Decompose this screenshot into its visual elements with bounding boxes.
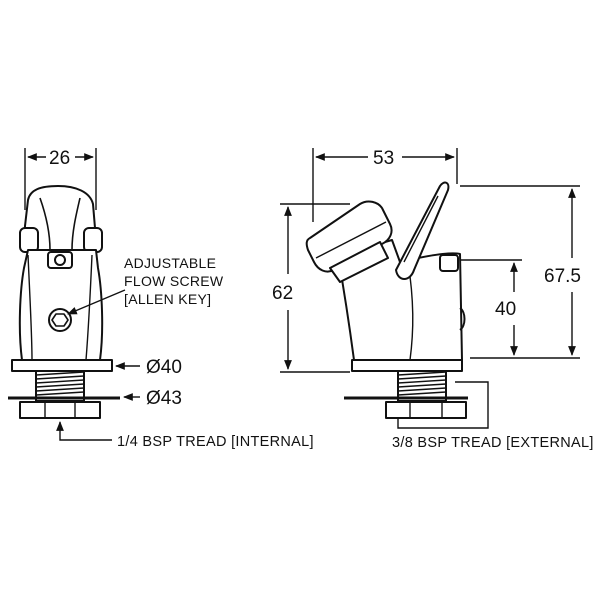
flow-screw-note-line1: ADJUSTABLE xyxy=(124,255,216,271)
dim-width-26-label: 26 xyxy=(49,148,70,169)
external-thread-leader xyxy=(397,381,489,429)
flow-screw-leader xyxy=(67,289,126,315)
side-thread-lines xyxy=(397,371,447,396)
dim-width-53 xyxy=(312,148,458,222)
dim-height-62 xyxy=(280,203,350,373)
dim-height-62-label: 62 xyxy=(272,283,293,304)
front-view-tap xyxy=(8,185,120,419)
dia-40-label: Ø40 xyxy=(146,357,182,378)
dim-height-67-5-label: 67.5 xyxy=(544,266,581,287)
thread-external-label: 3/8 BSP TREAD [EXTERNAL] xyxy=(392,435,594,451)
front-thread-lines xyxy=(35,371,85,396)
side-view-tap xyxy=(305,181,468,419)
dim-height-40 xyxy=(460,259,522,356)
flow-screw-note-line3: [ALLEN KEY] xyxy=(124,291,211,307)
dia-43-label: Ø43 xyxy=(146,388,182,409)
dim-width-26 xyxy=(24,148,97,210)
dim-width-53-label: 53 xyxy=(373,148,394,169)
internal-thread-leader xyxy=(56,421,112,441)
diameter-leaders xyxy=(115,362,140,401)
thread-internal-label: 1/4 BSP TREAD [INTERNAL] xyxy=(117,434,314,450)
dim-height-67-5 xyxy=(460,185,580,359)
dim-height-40-label: 40 xyxy=(495,299,516,320)
flow-screw-note-line2: FLOW SCREW xyxy=(124,273,224,289)
